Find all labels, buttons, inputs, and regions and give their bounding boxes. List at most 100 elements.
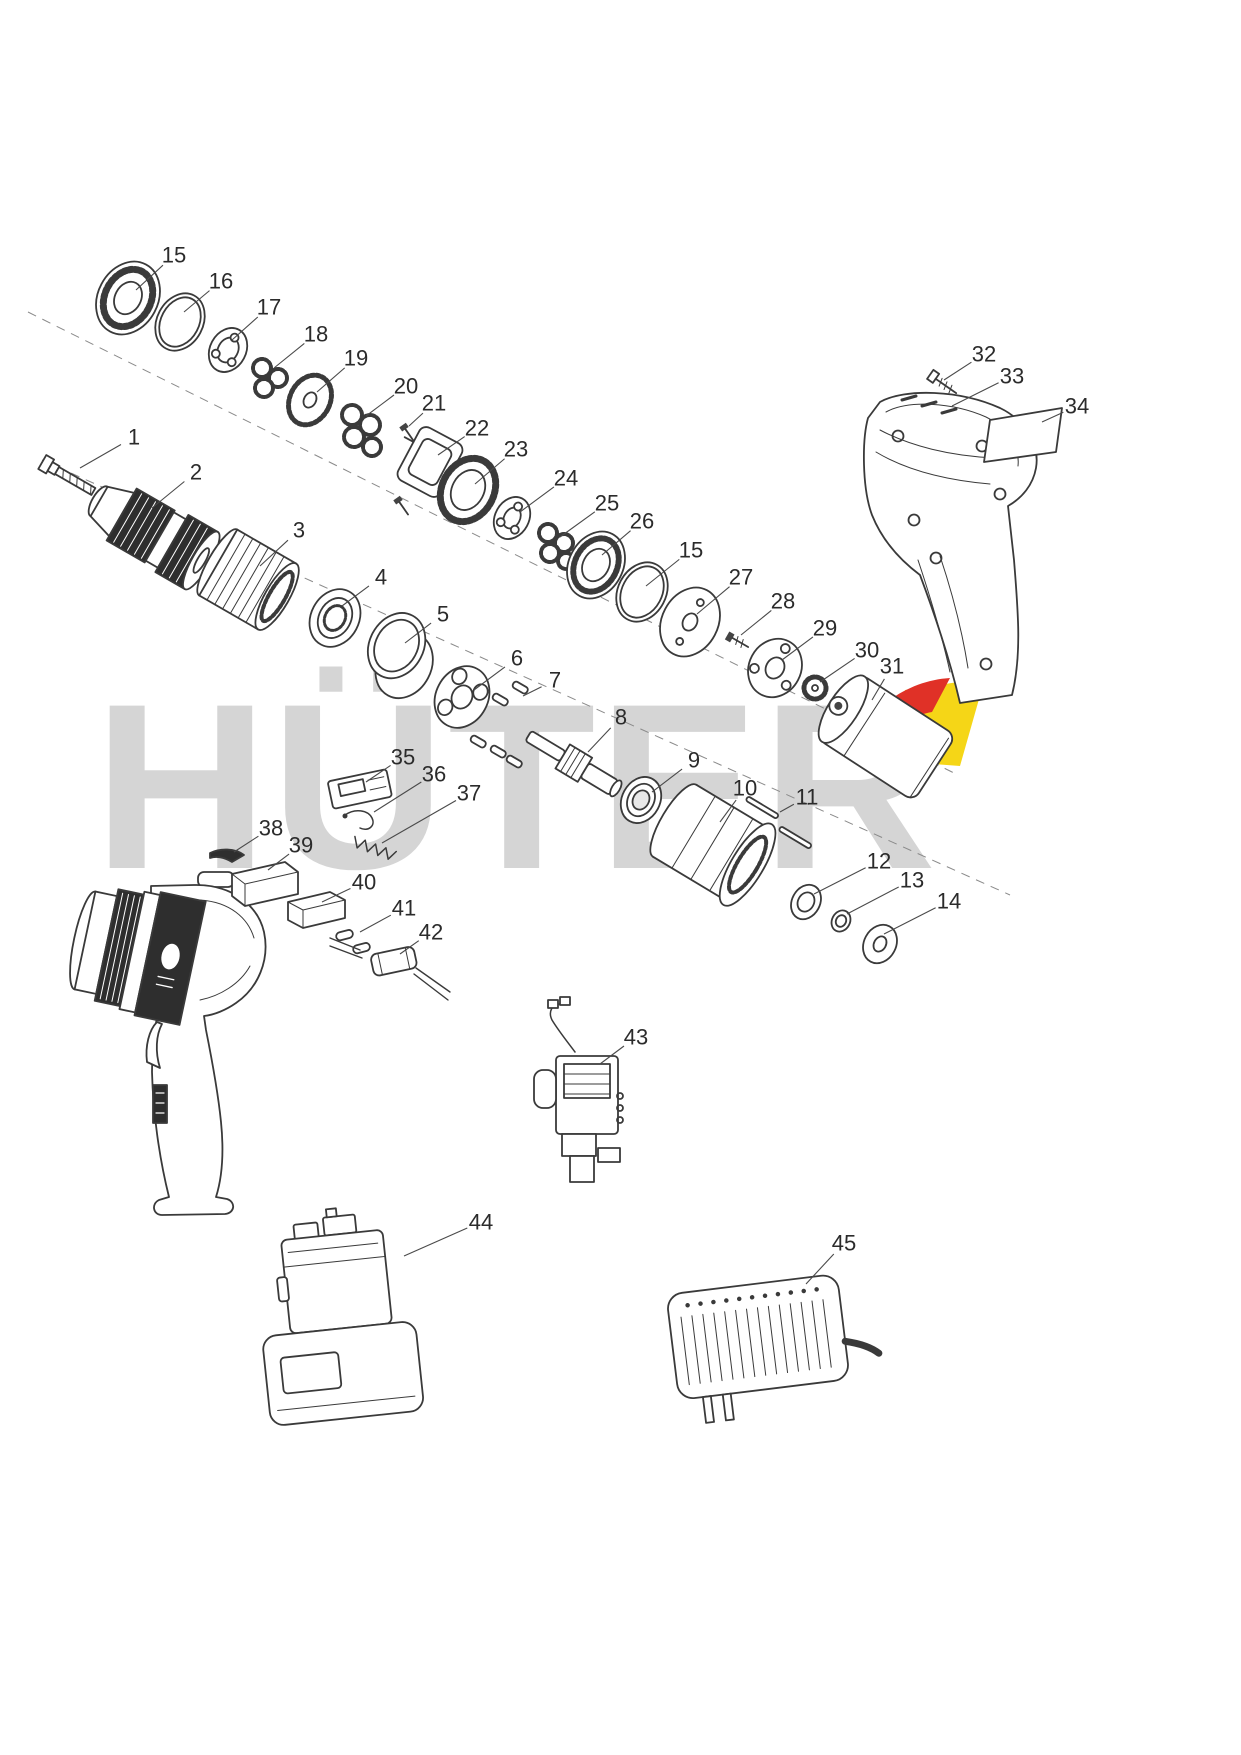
- part-number-34-34: 34: [1065, 394, 1089, 419]
- part-31-drawing: [817, 674, 954, 799]
- leader-line-15-14: [135, 264, 164, 291]
- part-41-drawing: [335, 929, 371, 955]
- part-28-drawing: [724, 631, 750, 648]
- part-number-13-12: 13: [900, 868, 924, 893]
- part-number-45-45: 45: [832, 1231, 856, 1256]
- leader-line-20-19: [365, 394, 395, 417]
- leader-line-28-28: [740, 610, 772, 636]
- part-44-drawing: [262, 1207, 424, 1426]
- leader-line-38-38: [233, 835, 259, 853]
- part-7-drawing: [469, 680, 529, 769]
- part-number-22-21: 22: [465, 416, 489, 441]
- leader-line-13-12: [846, 886, 899, 915]
- part-number-3-2: 3: [293, 518, 305, 543]
- part-number-28-28: 28: [771, 589, 795, 614]
- left-housing-drawing: [69, 871, 267, 1216]
- part-1-drawing: [37, 454, 97, 496]
- leader-line-29-29: [781, 636, 814, 661]
- leader-line-3-2: [259, 539, 289, 567]
- part-10-drawing: [649, 783, 777, 907]
- part-number-43-43: 43: [624, 1025, 648, 1050]
- leader-line-27-27: [696, 586, 730, 615]
- part-number-10-9: 10: [733, 776, 757, 801]
- leader-line-7-6: [522, 686, 542, 697]
- part-number-12-11: 12: [867, 849, 891, 874]
- part-15b-drawing: [615, 561, 669, 623]
- part-37-drawing: [354, 835, 398, 860]
- part-number-33-33: 33: [1000, 364, 1024, 389]
- part-number-26-25: 26: [630, 509, 654, 534]
- part-30-drawing: [801, 674, 829, 702]
- leader-line-37-37: [381, 799, 457, 844]
- leader-line-5-4: [404, 622, 432, 644]
- part-number-15-26: 15: [679, 538, 703, 563]
- part-38-drawing: [209, 848, 245, 863]
- part-number-19-18: 19: [344, 346, 368, 371]
- leader-line-4-3: [341, 585, 370, 607]
- leader-line-19-18: [316, 367, 346, 393]
- part-number-44-44: 44: [469, 1210, 493, 1235]
- part-number-20-19: 20: [394, 374, 418, 399]
- part-number-17-16: 17: [257, 295, 281, 320]
- part-13-drawing: [830, 909, 852, 933]
- part-2-drawing: [87, 485, 221, 591]
- part-21-drawing: [393, 422, 415, 516]
- parts-drawing-layer: [37, 260, 1063, 1426]
- part-number-7-6: 7: [549, 668, 561, 693]
- part-number-15-14: 15: [162, 243, 186, 268]
- part-17-drawing: [207, 327, 249, 373]
- leader-line-35-35: [365, 764, 391, 783]
- part-number-37-37: 37: [457, 781, 481, 806]
- part-number-16-15: 16: [209, 269, 233, 294]
- part-number-4-3: 4: [375, 565, 387, 590]
- part-number-18-17: 18: [304, 322, 328, 347]
- part-39-drawing: [231, 861, 299, 907]
- part-number-23-22: 23: [504, 437, 528, 462]
- leader-line-26-25: [601, 530, 631, 556]
- leader-line-16-15: [183, 290, 210, 313]
- part-number-32-32: 32: [972, 342, 996, 367]
- part-number-36-36: 36: [422, 762, 446, 787]
- leader-line-6-5: [473, 666, 506, 691]
- leader-line-31-31: [871, 678, 885, 701]
- part-8-drawing: [525, 730, 623, 798]
- part-6-drawing: [433, 665, 491, 729]
- part-number-1-0: 1: [128, 425, 140, 450]
- part-32-drawing: [926, 368, 958, 395]
- part-number-2-1: 2: [190, 460, 202, 485]
- part-number-25-24: 25: [595, 491, 619, 516]
- leader-line-10-9: [719, 799, 737, 823]
- part-number-5-4: 5: [437, 602, 449, 627]
- leader-line-1-0: [79, 443, 122, 469]
- leader-line-40-40: [321, 887, 351, 903]
- part-number-40-40: 40: [352, 870, 376, 895]
- part-20-drawing: [340, 403, 383, 458]
- part-number-35-35: 35: [391, 745, 415, 770]
- part-number-6-5: 6: [511, 646, 523, 671]
- leader-line-8-7: [587, 727, 612, 753]
- part-number-21-20: 21: [422, 391, 446, 416]
- part-29-drawing: [747, 637, 803, 699]
- part-15a-drawing: [95, 260, 161, 336]
- part-4-drawing: [308, 588, 362, 648]
- part-number-29-29: 29: [813, 616, 837, 641]
- leader-line-11-10: [779, 803, 795, 813]
- part-number-14-13: 14: [937, 889, 961, 914]
- part-number-31-31: 31: [880, 654, 904, 679]
- leader-line-30-30: [819, 657, 855, 683]
- leader-line-39-39: [267, 853, 290, 871]
- part-18-drawing: [251, 357, 289, 399]
- part-36-drawing: [342, 810, 374, 830]
- leader-line-12-11: [813, 867, 866, 895]
- leader-line-18-17: [273, 343, 305, 369]
- part-45-drawing: [667, 1274, 883, 1424]
- leader-line-34-34: [1041, 411, 1064, 423]
- leader-line-25-24: [559, 511, 596, 538]
- part-40-drawing: [287, 891, 346, 929]
- part-25-drawing: [537, 522, 576, 571]
- part-35-drawing: [327, 768, 393, 810]
- part-33-drawing: [863, 391, 1038, 704]
